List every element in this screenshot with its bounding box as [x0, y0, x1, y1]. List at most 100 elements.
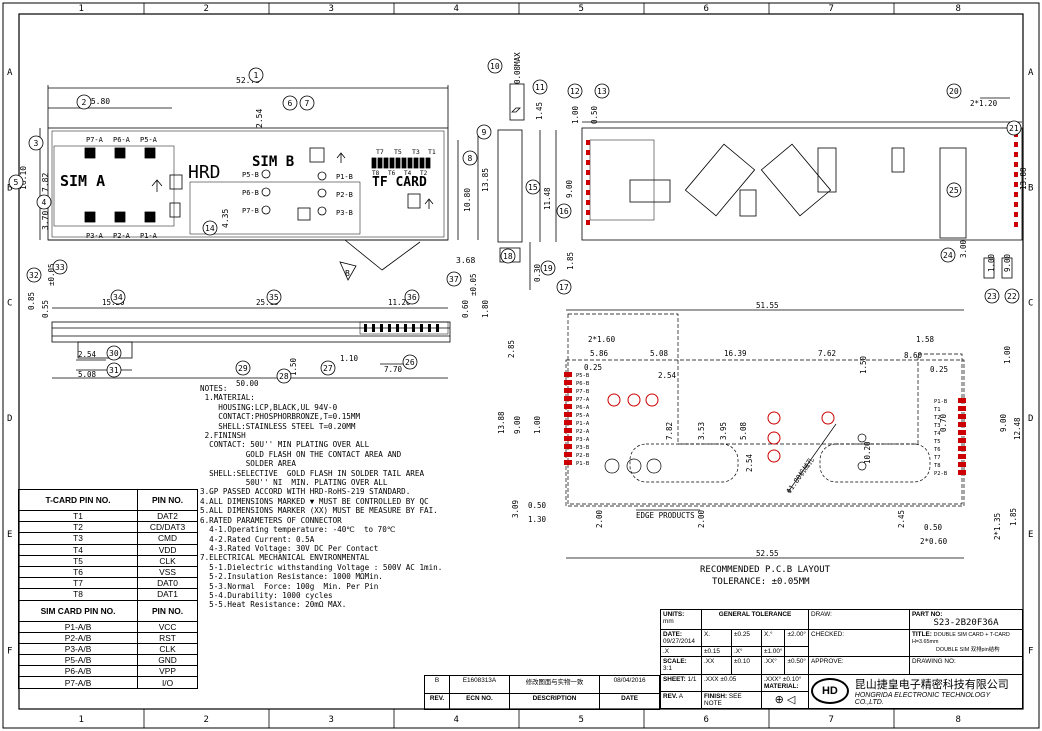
dim-side-d6: 1.85	[566, 252, 575, 270]
tcard-row-cell-1: CMD	[137, 532, 198, 545]
tb-tol-2-3: ±0.50°	[784, 656, 809, 675]
rev-h-desc: DESCRIPTION	[508, 693, 601, 710]
zone-row-right-E: E	[1028, 530, 1033, 540]
pcb-d-33: 2*1.35	[993, 513, 1002, 540]
balloon-17	[556, 279, 572, 295]
balloon-4	[36, 194, 52, 210]
pin-b-right-0: P1-B	[336, 173, 353, 181]
tcard-header-cell-0: T-CARD PIN NO.	[17, 489, 139, 511]
pcb-labels: 51.55 52.55 2*1.60 5.86 5.08 16.39 7.62 …	[497, 301, 1022, 587]
sim-header: SIM CARD PIN NO.PIN NO.	[17, 599, 198, 622]
note-line: 5-3.Normal Force: 100g Min. Per Pin	[200, 581, 379, 591]
pcb-hole-label: Φ1.80机械孔	[784, 456, 816, 496]
brand-label: HRD	[188, 162, 221, 183]
balloon-label-35: 35	[269, 293, 279, 302]
pcb-d-20: 1.50	[859, 355, 868, 374]
balloon-label-27: 27	[323, 364, 333, 373]
zone-col-bottom-4: 4	[454, 715, 459, 725]
tcard-row-cell-0: T4	[17, 543, 139, 556]
dim-right-d4: 9.00	[1003, 253, 1012, 272]
sim-row-cell-0: P3-A/B	[17, 642, 139, 656]
pcb-d-34: 1.85	[1009, 508, 1018, 526]
balloon-label-8: 8	[468, 154, 473, 163]
dim-bottom-gap: 3.68	[456, 256, 475, 265]
bottom-view-labels: 2*1.20 13.88 1.00 9.00 3.00	[959, 99, 1028, 272]
pcb-d-25: 0.50	[528, 501, 547, 510]
pcb-d-4: 7.62	[818, 349, 836, 358]
balloon-10	[487, 58, 503, 74]
balloon-label-12: 12	[570, 87, 580, 96]
tb-draw: DRAW:	[808, 608, 910, 631]
tb-tol-1-1: ±0.15	[701, 646, 732, 658]
pin-top-a-1: P6-A	[113, 136, 131, 144]
balloon-14	[202, 220, 218, 236]
balloon-label-20: 20	[949, 87, 959, 96]
zone-row-left-D: D	[7, 414, 12, 424]
pcb-d-3: 16.39	[724, 349, 747, 358]
note-line: SOLDER AREA	[200, 459, 297, 469]
balloon-19	[540, 260, 556, 276]
tb-projection-icon: ⊕ ◁	[760, 690, 810, 710]
tb-tol-0-1: ±0.25	[730, 629, 762, 648]
pcb-d-12: 9.00	[513, 415, 522, 434]
note-line: 6.RATED PARAMETERS OF CONNECTOR	[200, 515, 342, 525]
tcard-row-cell-0: T6	[17, 565, 139, 579]
zone-row-right-D: D	[1028, 414, 1033, 424]
revision-table: B E1608313A 修改图面与实物一致 08/04/2016 REV. EC…	[423, 675, 660, 710]
dim-h4: 4.35	[221, 209, 230, 228]
pcb-d-28: 2.00	[595, 509, 604, 528]
tcard-row-cell-1: VDD	[137, 543, 198, 556]
pin-b-right-1: P2-B	[336, 191, 353, 199]
note-line: 50U'' NI MIN. PLATING OVER ALL	[200, 478, 388, 488]
zone-col-top-8: 8	[956, 4, 961, 14]
tb-material: .XXX° ±0.10°MATERIAL:	[760, 673, 810, 692]
note-line: 5.ALL DIMENSIONS MARKER (XX) MUST BE MEA…	[200, 506, 438, 516]
balloon-18	[500, 248, 516, 264]
dim-sim-a-width: 15.80	[86, 97, 110, 106]
dim-right-d1: 2*1.20	[970, 99, 998, 108]
zone-col-top-6: 6	[704, 4, 709, 14]
pcb-d-21: 0.70	[939, 413, 948, 432]
balloon-15	[525, 179, 541, 195]
side-view-labels: 0.08MAX 1.45 0.50 1.00 9.00 11.48 1.85 0…	[513, 52, 599, 282]
pcb-d-13: 1.00	[533, 415, 542, 434]
company-en: HONGRIDA ELECTRONIC TECHNOLOGY CO.,LTD.	[854, 691, 991, 706]
pcb-pin-right-8: T8	[934, 463, 941, 469]
balloon-label-4: 4	[42, 198, 47, 207]
pcb-d-8: 0.25	[930, 365, 948, 374]
dim-front-d7: 1.80	[481, 299, 490, 318]
zone-col-bottom-1: 1	[79, 715, 84, 725]
pcb-pin-right-4: T4	[934, 431, 941, 437]
pcb-pin-left-5: P5-A	[576, 413, 590, 419]
balloon-6	[282, 95, 298, 111]
balloon-label-17: 17	[559, 283, 569, 292]
zone-col-bottom-7: 7	[829, 715, 834, 725]
top-view	[39, 85, 479, 281]
dim-thk1: 0.08MAX	[513, 52, 522, 84]
dim-front-d4: 25.15	[256, 298, 279, 307]
tf-pin-1: T5	[394, 148, 402, 156]
balloon-30	[106, 345, 122, 361]
balloon-29	[235, 360, 251, 376]
zone-row-left-F: F	[7, 647, 12, 657]
dim-front-d1: 0.85	[27, 292, 36, 310]
balloon-16	[556, 203, 572, 219]
note-line: 5-2.Insulation Resistance: 1000 MΩMin.	[200, 572, 383, 582]
pcb-layout	[564, 309, 966, 559]
balloon-5	[8, 174, 24, 190]
pcb-d-19: 10.20	[863, 441, 872, 464]
pcb-pin-left-3: P7-A	[576, 397, 590, 403]
tb-part: PART NO:S23-2B20F36A	[909, 608, 1023, 631]
rev-desc: 修改图面与实物一致	[508, 675, 601, 694]
pcb-tolerance: TOLERANCE: ±0.05MM	[712, 577, 810, 587]
balloon-label-36: 36	[407, 293, 417, 302]
rev-date: 08/04/2016	[599, 675, 660, 694]
pcb-d-27: 3.09	[511, 500, 520, 518]
pcb-d-24: 1.00	[1003, 345, 1012, 364]
